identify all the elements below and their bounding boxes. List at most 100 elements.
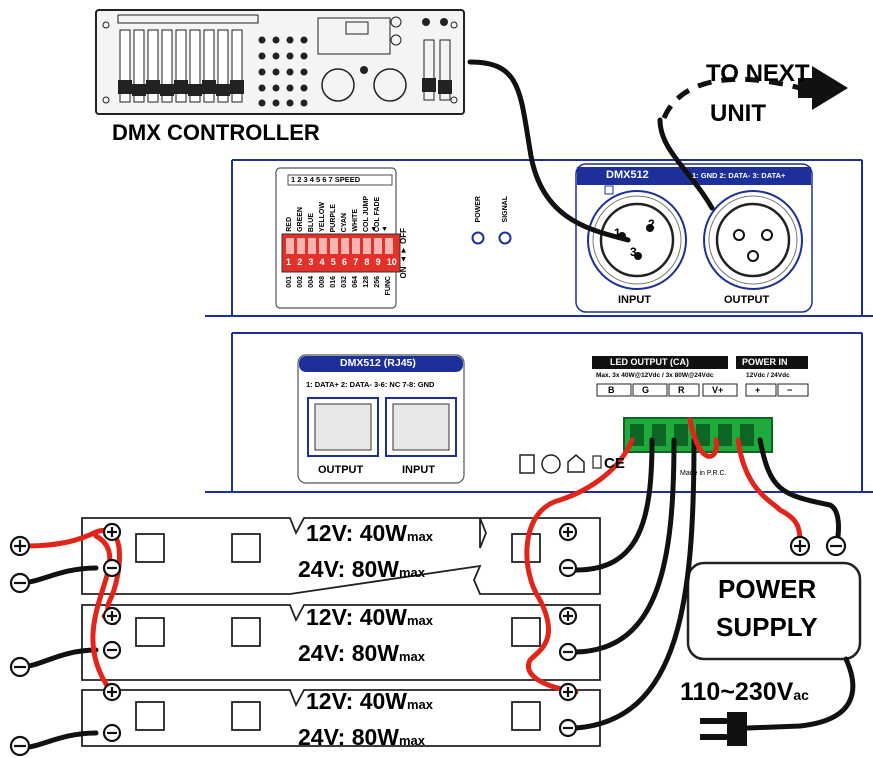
black-wires	[17, 59, 856, 751]
terminal-label: V+	[712, 385, 724, 395]
xlr-input-label: INPUT	[618, 294, 651, 306]
power-supply-line1: POWER	[718, 574, 817, 604]
rj45-input-port	[386, 398, 456, 456]
strip-spec-12v: 12V: 40Wmax	[306, 690, 433, 713]
rj45-input-label: INPUT	[402, 464, 435, 476]
terminal-label: R	[678, 385, 685, 395]
dmx512-title: DMX512	[606, 169, 649, 181]
dip-value-label: 016	[330, 276, 337, 288]
strip-spec-12v-value: 12V: 40W	[306, 520, 407, 546]
led-strips	[81, 517, 601, 747]
to-next-label: TO NEXT	[706, 60, 810, 87]
pin-2-label: 2	[648, 217, 655, 231]
strip-spec-24v: 24V: 80Wmax	[298, 726, 425, 749]
strip-spec-24v-sub: max	[399, 649, 426, 664]
dip-function-label: PURPLE	[330, 203, 337, 232]
dip-function-label: CYAN	[341, 212, 348, 232]
rj45-title: DMX512 (RJ45)	[340, 357, 416, 369]
strip-spec-12v-sub: max	[407, 613, 434, 628]
strip-spec-12v-value: 12V: 40W	[306, 604, 407, 630]
dip-value-label: 001	[286, 276, 293, 288]
dip-switch-number: 3	[308, 257, 314, 267]
dip-value-label: 004	[308, 276, 315, 288]
power-led	[472, 232, 484, 244]
on-off-label: ON ▲▼ OFF	[399, 228, 408, 279]
xlr-output-connector	[704, 191, 802, 289]
dmx-controller-label: DMX CONTROLLER	[112, 120, 320, 145]
strip-spec-12v-sub: max	[407, 697, 434, 712]
ce-mark: CE	[604, 455, 625, 472]
mains-voltage-value: 110~230V	[680, 678, 794, 706]
dip-value-labels: 001 002 004 008 016 032 064 128 256 FUNC	[286, 276, 398, 306]
dip-function-label: WHITE	[352, 209, 359, 232]
strip-spec-12v: 12V: 40Wmax	[306, 606, 433, 629]
power-led-label: POWER	[475, 196, 482, 223]
dip-value-label: 002	[297, 276, 304, 288]
dip-function-label: BLUE	[308, 212, 315, 232]
pin-3-label: 3	[630, 245, 637, 259]
rj45-panel	[205, 332, 873, 493]
dip-value-label: FUNC	[385, 276, 392, 296]
led-output-terminal-block	[624, 418, 772, 452]
manual-info-icon	[520, 455, 534, 473]
dmx-panel	[205, 159, 873, 317]
dip-function-label: GREEN	[297, 207, 304, 232]
dip-value-label: 256	[374, 276, 381, 288]
xlr-pinout: 1: GND 2: DATA- 3: DATA+	[692, 171, 786, 180]
signal-led-label: SIGNAL	[502, 196, 509, 223]
indoor-use-icon	[568, 455, 584, 473]
terminal-label: +	[755, 385, 761, 395]
dmx-controller-device	[95, 9, 465, 115]
strip-spec-24v: 24V: 80Wmax	[298, 642, 425, 665]
strip-spec-24v-value: 24V: 80W	[298, 556, 399, 582]
unit-label: UNIT	[710, 100, 766, 127]
dip-switch-number: 1	[286, 257, 292, 267]
power-supply-box	[686, 561, 862, 661]
dip-switch-number: 5	[330, 257, 336, 267]
signal-led	[499, 232, 511, 244]
mains-plug-icon	[700, 712, 747, 746]
dip-switch-number: 2	[297, 257, 303, 267]
led-output-title: LED OUTPUT (CA)	[610, 357, 689, 367]
rj45-pinout: 1: DATA+ 2: DATA- 3-6: NC 7-8: GND	[306, 380, 435, 389]
terminal-label: B	[608, 385, 615, 395]
dip-value-label: 064	[352, 276, 359, 288]
rj45-output-port	[308, 398, 378, 456]
pin-1-label: 1	[614, 226, 621, 240]
mains-voltage: 110~230Vac	[680, 680, 809, 705]
dip-numbers-label: 1 2 3 4 5 6 7 SPEED	[291, 175, 361, 184]
dip-value-label: 008	[319, 276, 326, 288]
xlr-output-label: OUTPUT	[724, 294, 770, 306]
dip-switch-number: 7	[353, 257, 359, 267]
mains-voltage-sub: ac	[793, 687, 809, 703]
strip-spec-12v-value: 12V: 40W	[306, 688, 407, 714]
strip-spec-24v: 24V: 80Wmax	[298, 558, 425, 581]
dip-function-label: COL FADE ▲	[374, 196, 388, 232]
power-supply-line2: SUPPLY	[716, 612, 818, 642]
dip-switch-number: 6	[342, 257, 348, 267]
strip-spec-24v-value: 24V: 80W	[298, 724, 399, 750]
dip-value-label: 128	[363, 276, 370, 288]
strip-spec-24v-value: 24V: 80W	[298, 640, 399, 666]
strip-spec-24v-sub: max	[399, 565, 426, 580]
dip-function-label: YELLOW	[319, 202, 326, 232]
strip-spec-12v: 12V: 40Wmax	[306, 522, 433, 545]
weee-bin-icon	[593, 456, 601, 470]
led-output-spec: Max. 3x 40W@12Vdc / 3x 80W@24Vdc	[596, 372, 714, 379]
dashed-next-unit-wire	[661, 76, 801, 120]
next-unit-arrow-icon	[798, 66, 848, 110]
dip-value-label: 032	[341, 276, 348, 288]
terminal-label: G	[642, 385, 650, 395]
dip-switch-number: 8	[364, 257, 370, 267]
polarity-signs	[14, 527, 842, 748]
xlr-input-connector	[588, 191, 686, 289]
dip-switch-number: 9	[375, 257, 381, 267]
terminal-label: −	[787, 385, 793, 395]
power-in-spec: 12Vdc / 24Vdc	[746, 372, 790, 379]
strip-spec-24v-sub: max	[399, 733, 426, 748]
power-in-title: POWER IN	[742, 357, 788, 367]
red-wires	[23, 417, 803, 695]
strip-spec-12v-sub: max	[407, 529, 434, 544]
